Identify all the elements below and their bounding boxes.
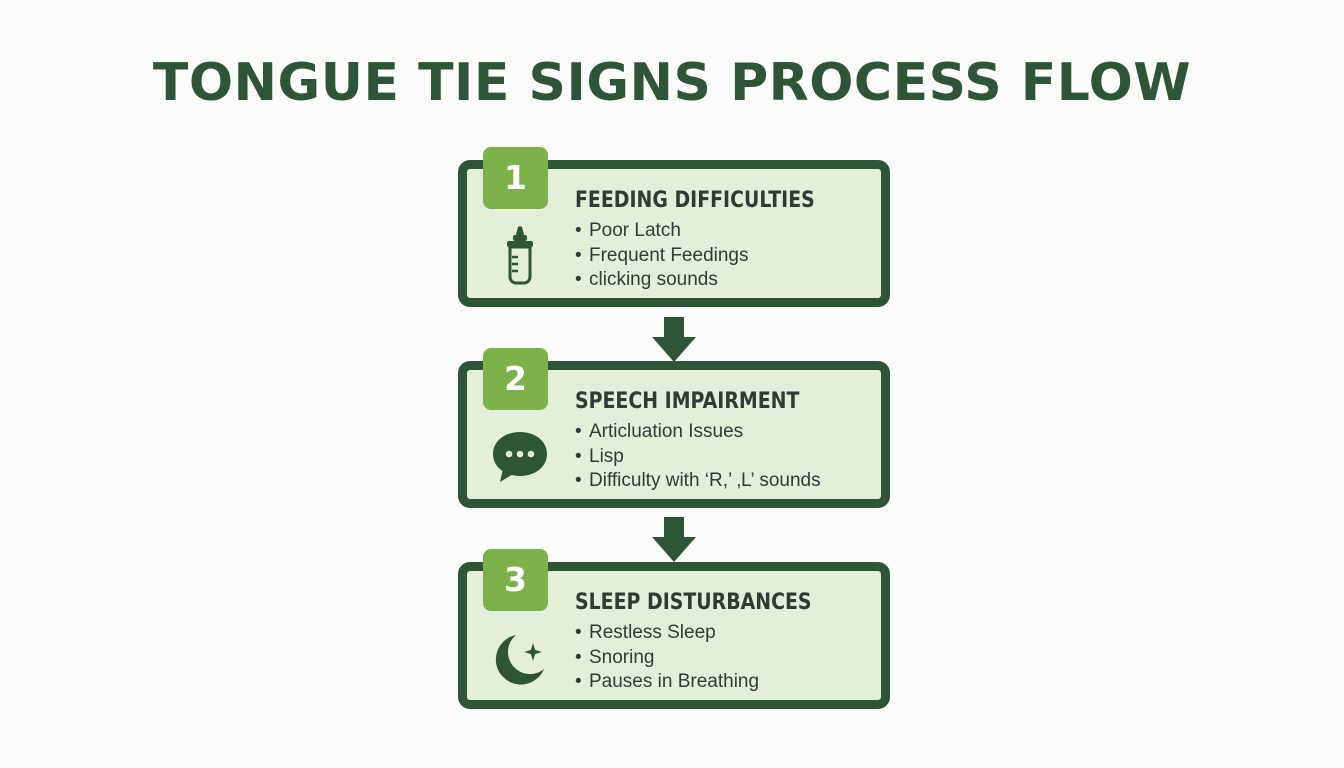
- list-item: • Pauses in Breathing: [575, 670, 759, 695]
- list-item-text: clicking sounds: [589, 269, 718, 290]
- list-item-text: Restless Sleep: [589, 622, 716, 643]
- list-item-text: Lisp: [589, 445, 624, 467]
- bullet: •: [575, 622, 582, 643]
- bullet: •: [575, 421, 582, 442]
- list-item: • Lisp: [575, 445, 821, 470]
- bullet: •: [575, 244, 582, 266]
- moon-star-icon: [495, 635, 544, 685]
- step-items-list: • Poor Latch • Frequent Feedings • clicking…: [575, 219, 749, 293]
- list-item: • Restless Sleep: [575, 621, 759, 646]
- bullet: •: [575, 269, 582, 290]
- list-item: • Snoring: [575, 646, 759, 671]
- step-title: SPEECH IMPAIRMENT: [575, 389, 800, 414]
- list-item-text: Frequent Feedings: [589, 244, 749, 266]
- list-item: • Frequent Feedings: [575, 244, 749, 269]
- step-box: [458, 562, 890, 709]
- step-1: 1 FEEDING DIFFICULTIES • Poor Latch • Freq…: [458, 147, 890, 307]
- bullet: •: [575, 470, 582, 491]
- bullet: •: [575, 445, 582, 467]
- list-item-text: Snoring: [589, 646, 655, 668]
- list-item: • Poor Latch: [575, 219, 749, 244]
- step-title: SLEEP DISTURBANCES: [575, 590, 812, 615]
- step-number-badge: 2: [483, 348, 548, 410]
- list-item: • Difficulty with ‘R,’ ‚L’ sounds: [575, 469, 821, 494]
- list-item-text: Pauses in Breathing: [589, 671, 760, 692]
- page-title: TONGUE TIE SIGNS PROCESS FLOW: [152, 53, 1192, 113]
- bullet: •: [575, 220, 582, 241]
- list-item-text: Difficulty with ‘R,’ ‚L’ sounds: [589, 470, 821, 491]
- process-flow: 1 FEEDING DIFFICULTIES • Poor Latch • Freq…: [458, 147, 890, 721]
- list-item-text: Poor Latch: [589, 220, 681, 241]
- step-number-badge: 3: [483, 549, 548, 611]
- list-item: • clicking sounds: [575, 268, 749, 293]
- step-2: 2 SPEECH IMPAIRMENT • Articluation Issues…: [458, 348, 890, 508]
- step-number-badge: 1: [483, 147, 548, 209]
- speech-bubble-icon: [493, 432, 547, 482]
- baby-bottle-icon: [507, 226, 533, 285]
- step-items-list: • Articluation Issues • Lisp • Difficulty w…: [575, 420, 821, 494]
- bullet: •: [575, 671, 582, 692]
- step-title: FEEDING DIFFICULTIES: [575, 188, 815, 213]
- down-arrow-icon: [652, 317, 696, 362]
- list-item: • Articluation Issues: [575, 420, 821, 445]
- step-items-list: • Restless Sleep • Snoring • Pauses in Brea…: [575, 621, 759, 695]
- list-item-text: Articluation Issues: [589, 421, 744, 442]
- bullet: •: [575, 646, 582, 668]
- step-3: 3 SLEEP DISTURBANCES • Restless Sleep • Sn…: [458, 549, 890, 709]
- down-arrow-icon: [652, 517, 696, 562]
